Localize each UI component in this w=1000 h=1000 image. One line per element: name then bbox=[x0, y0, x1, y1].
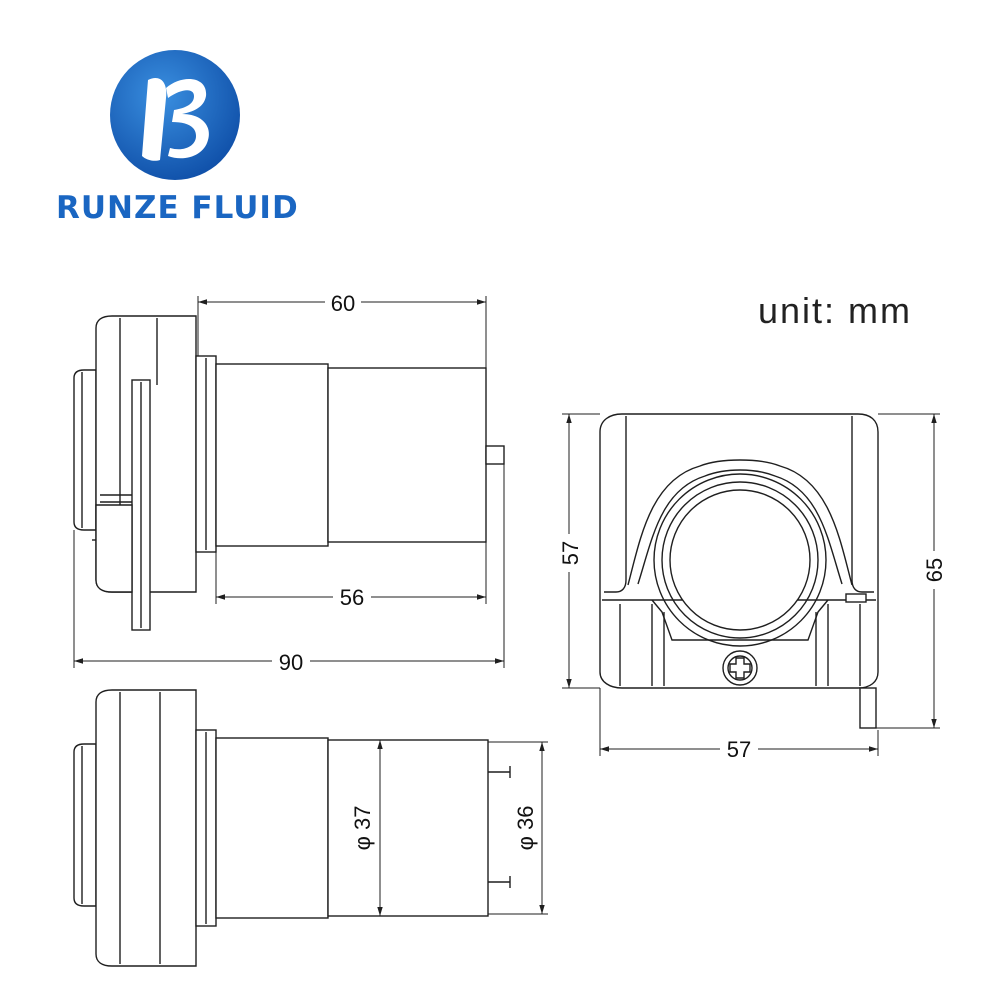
dimension-57-height: 57 bbox=[557, 413, 600, 689]
dim-label-57-height: 57 bbox=[558, 541, 583, 565]
dimension-57-width: 57 bbox=[599, 688, 879, 762]
dim-label-phi-36: φ 36 bbox=[513, 806, 538, 851]
dimension-56: 56 bbox=[215, 542, 487, 610]
dim-label-60: 60 bbox=[331, 291, 355, 316]
dimension-65-height: 65 bbox=[876, 413, 948, 729]
dim-label-phi-37: φ 37 bbox=[350, 806, 375, 851]
dimension-phi-36: φ 36 bbox=[488, 741, 548, 915]
brand-name: RUNZE FLUID bbox=[56, 190, 299, 226]
runze-b-logo-icon bbox=[110, 50, 240, 180]
dim-label-90: 90 bbox=[279, 650, 303, 675]
dimension-phi-37: φ 37 bbox=[350, 740, 383, 916]
side-view-top bbox=[73, 315, 505, 631]
side-view-bottom bbox=[73, 689, 511, 967]
unit-label: unit: mm bbox=[758, 290, 913, 331]
front-view bbox=[599, 413, 879, 729]
dim-label-65-height: 65 bbox=[922, 558, 947, 582]
dimension-90: 90 bbox=[73, 464, 505, 675]
dimension-60: 60 bbox=[197, 290, 487, 368]
dim-label-57-width: 57 bbox=[727, 737, 751, 762]
phillips-screw-icon bbox=[722, 650, 758, 686]
dim-label-56: 56 bbox=[340, 585, 364, 610]
